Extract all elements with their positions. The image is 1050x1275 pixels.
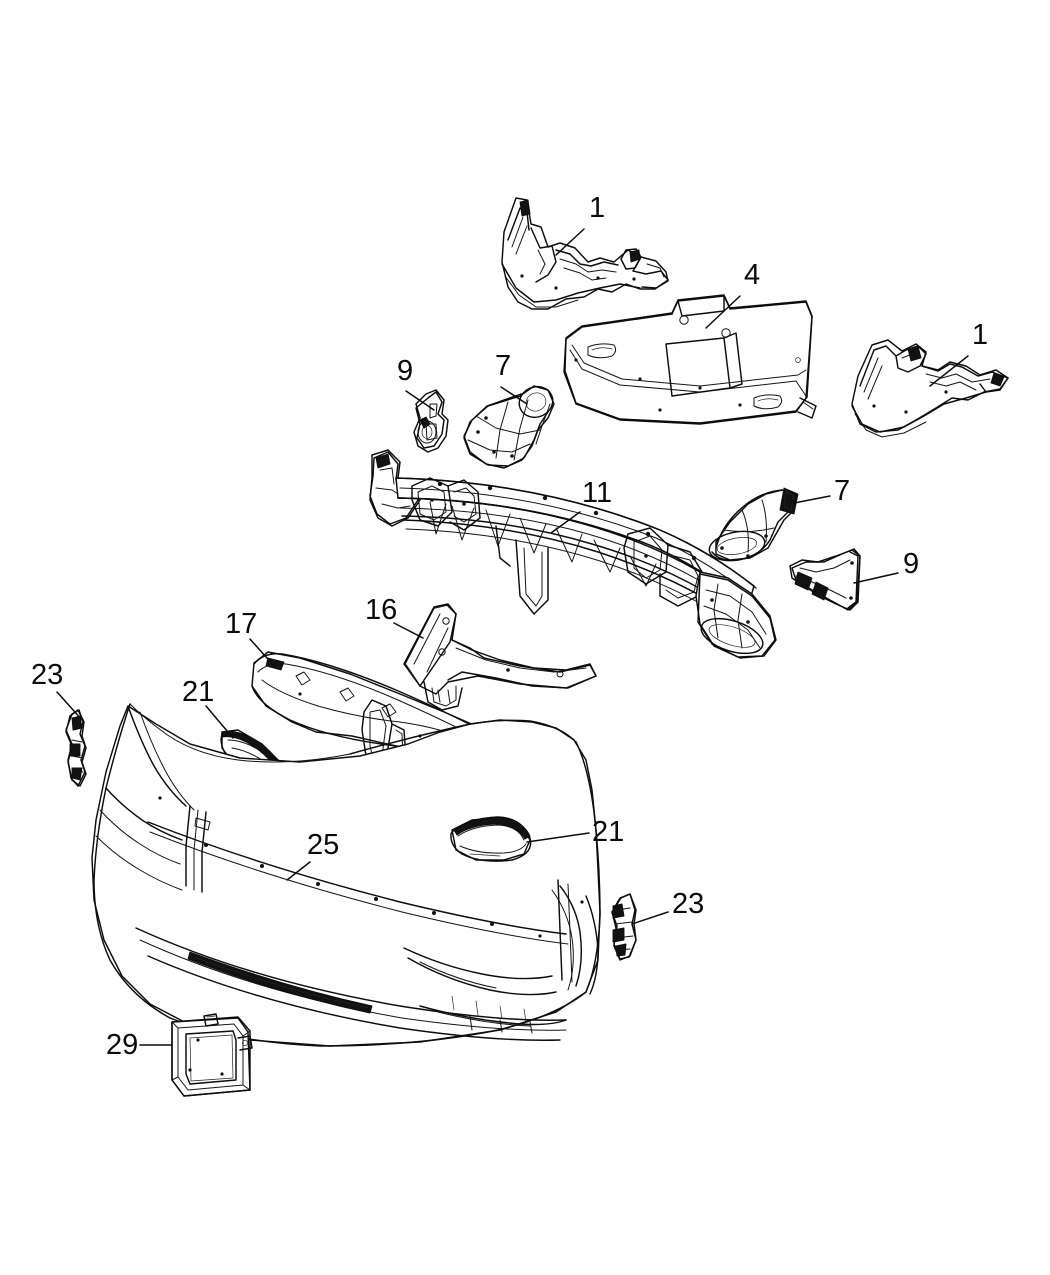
- leader-4: [705, 295, 741, 329]
- callout-29: 29: [106, 1029, 139, 1061]
- callout-7-left: 7: [495, 350, 512, 382]
- leader-1-left: [555, 228, 585, 256]
- leader-7-right: [788, 495, 831, 505]
- part-25-bumper-fascia[interactable]: [91, 703, 601, 1047]
- leader-7-left: [500, 386, 528, 405]
- part-1-left-air-deflector[interactable]: [501, 197, 669, 310]
- leader-21-left: [205, 705, 234, 739]
- leader-9-right: [853, 572, 899, 584]
- leader-25: [286, 861, 311, 881]
- leader-11: [550, 511, 581, 534]
- part-29-license-plate-bracket[interactable]: [171, 1013, 253, 1097]
- part-9-right-bracket[interactable]: [789, 548, 861, 611]
- leader-23-left: [56, 691, 84, 722]
- callout-4: 4: [744, 259, 761, 291]
- part-23-right-retainer[interactable]: [611, 893, 637, 961]
- callout-23-left: 23: [31, 659, 64, 691]
- callout-11: 11: [582, 477, 613, 509]
- callout-16: 16: [365, 594, 398, 626]
- leader-9-left: [405, 390, 435, 411]
- part-11-reinforcement-beam[interactable]: [369, 449, 777, 660]
- part-7-right-absorber[interactable]: [707, 487, 799, 565]
- leader-23-right: [631, 911, 669, 925]
- callout-17: 17: [225, 608, 258, 640]
- callout-9-left: 9: [397, 355, 414, 387]
- callout-9-right: 9: [903, 548, 920, 580]
- part-4-closure-panel[interactable]: [563, 294, 817, 425]
- leader-1-right: [929, 355, 969, 387]
- callout-1-left: 1: [589, 192, 606, 224]
- leader-lines: [56, 228, 969, 1046]
- leader-16: [393, 622, 424, 639]
- part-7-left-absorber[interactable]: [463, 382, 557, 469]
- callout-23-right: 23: [672, 888, 705, 920]
- part-9-left-bracket[interactable]: [413, 389, 449, 453]
- callout-1-right: 1: [972, 319, 989, 351]
- leader-17: [249, 638, 276, 668]
- callout-21-mid: 21: [592, 816, 625, 848]
- part-16-support-bracket[interactable]: [403, 603, 597, 711]
- leader-21-mid: [526, 832, 590, 843]
- callout-7-right: 7: [834, 475, 851, 507]
- part-1-right-air-deflector[interactable]: [851, 339, 1009, 438]
- callout-21-left: 21: [182, 676, 215, 708]
- callout-25: 25: [307, 829, 340, 861]
- part-21-right-bezel[interactable]: [450, 816, 532, 862]
- part-23-left-retainer[interactable]: [65, 709, 87, 787]
